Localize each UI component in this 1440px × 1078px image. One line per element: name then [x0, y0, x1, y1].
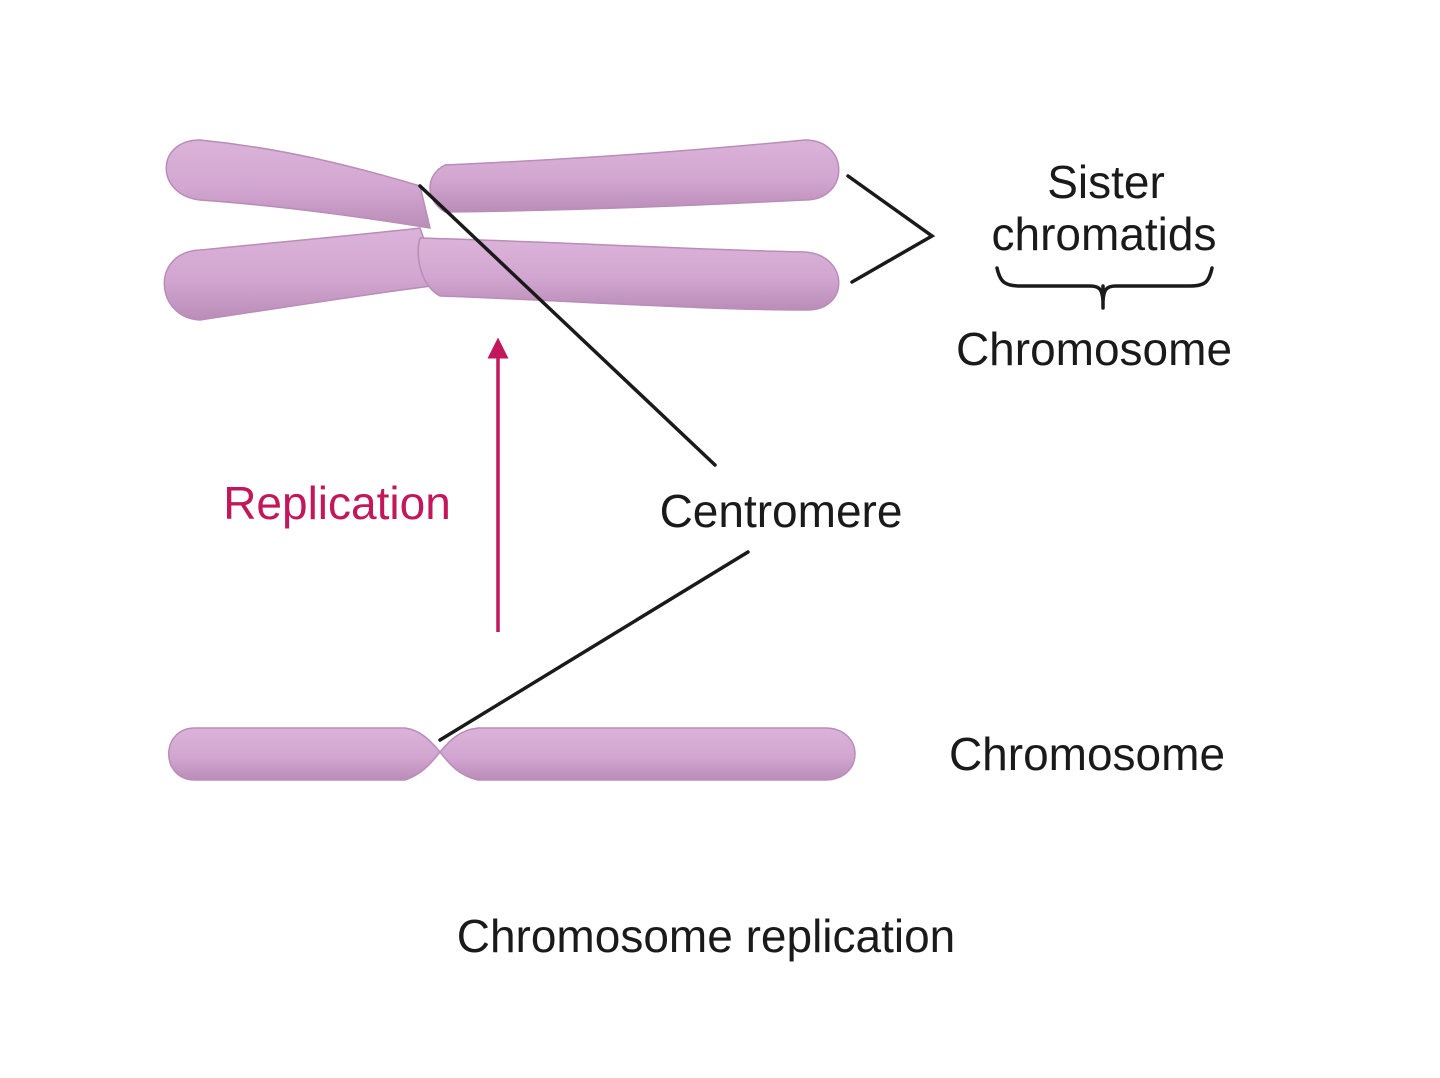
sister-chromatids-label-line1: Sister [1047, 156, 1165, 208]
sister-chromatid-lower-right-arm [417, 237, 840, 311]
sister-chromatid-upper-right-arm [429, 139, 840, 213]
chromosome-left-arm [168, 727, 441, 781]
diagram-caption: Chromosome replication [457, 910, 956, 962]
chromosome-label-top: Chromosome [956, 323, 1232, 375]
sister-chromatid-lower-left-arm [163, 227, 442, 321]
chromosome-label-bottom: Chromosome [949, 728, 1225, 780]
replication-label: Replication [223, 477, 451, 529]
centromere-leader-upper [418, 184, 717, 467]
centromere-leader-lower [438, 550, 750, 742]
sister-chromatids-label-line2: chromatids [992, 208, 1217, 260]
sister-chromatids-pointer [846, 174, 936, 284]
unreplicated-chromosome [168, 727, 856, 781]
chromosome-right-arm [439, 727, 856, 781]
replicated-chromosome [163, 139, 840, 321]
sister-chromatid-upper-left-arm [165, 139, 431, 229]
centromere-label: Centromere [660, 485, 903, 537]
